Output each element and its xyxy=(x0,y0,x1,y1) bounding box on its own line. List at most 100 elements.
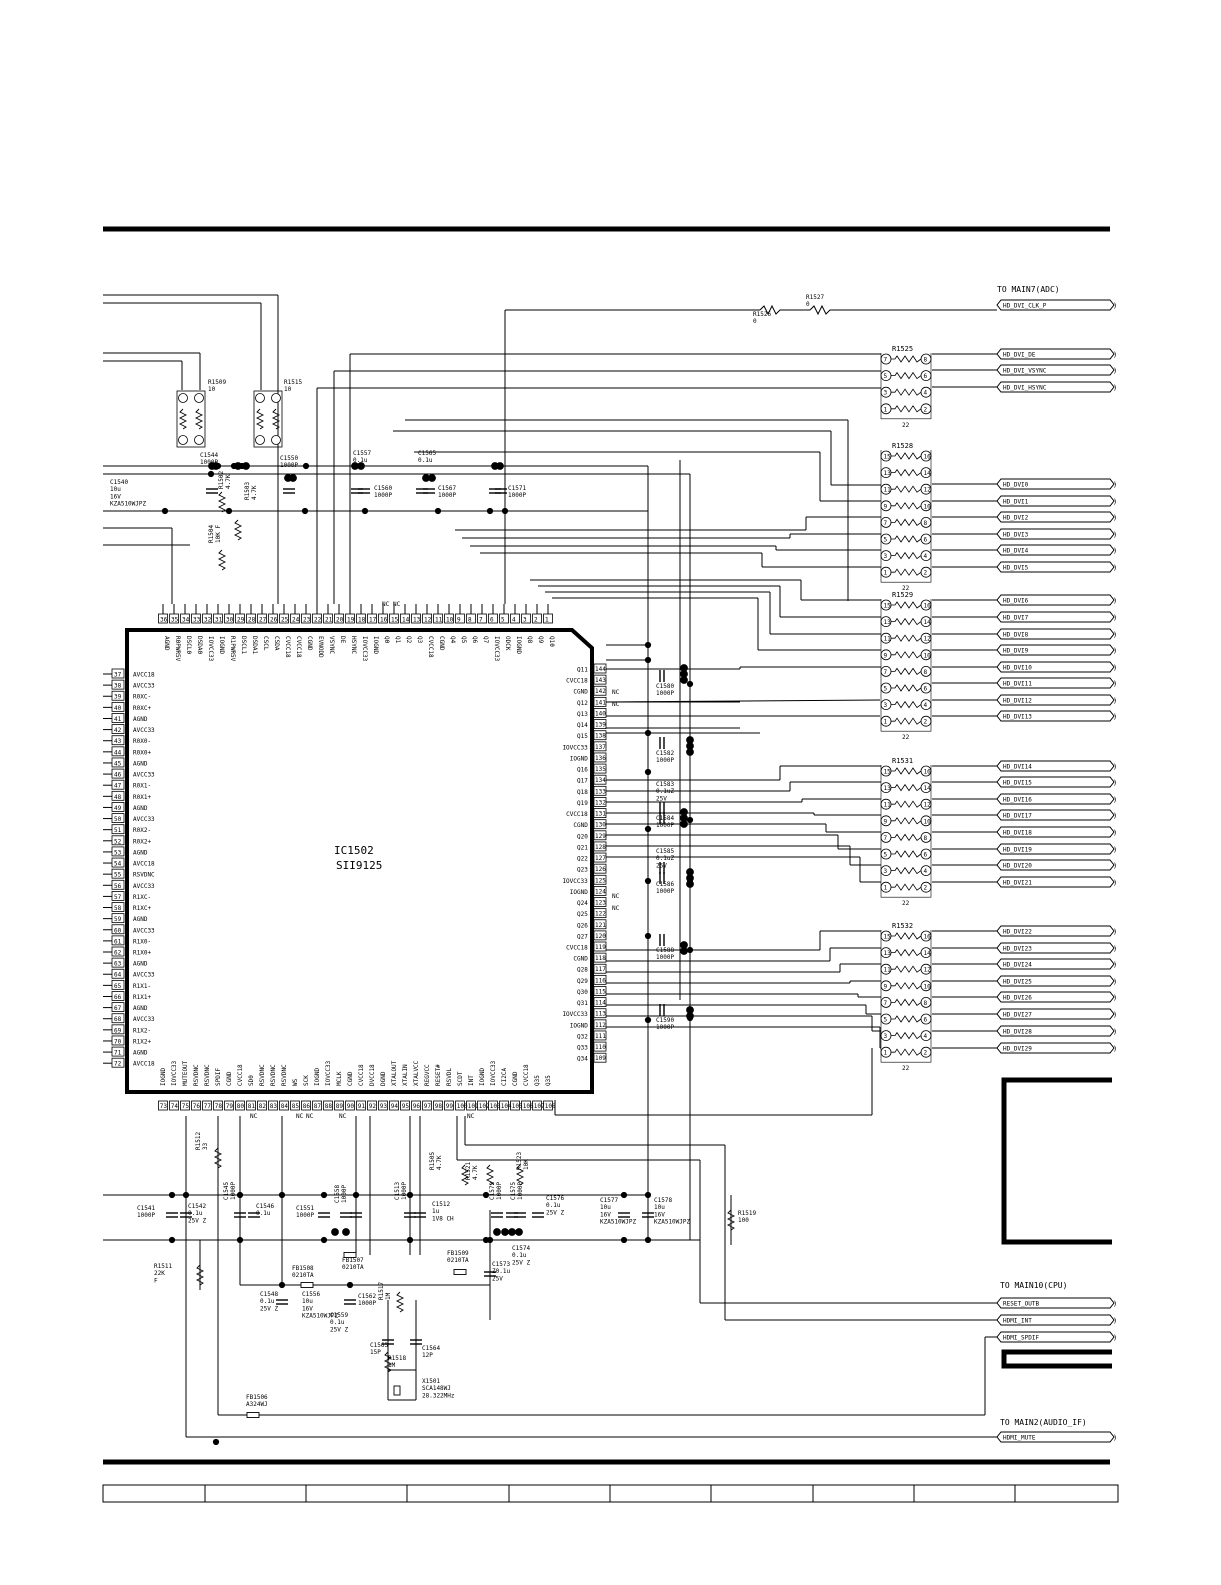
pin-box xyxy=(510,613,520,624)
pin-name: DSCL1 xyxy=(240,636,247,654)
part-text: 1000P xyxy=(358,1300,376,1307)
pin-box xyxy=(593,741,607,752)
pin-box xyxy=(268,1100,278,1111)
nc-marker: NC xyxy=(612,701,620,708)
junction-dot xyxy=(352,1191,360,1199)
pin-number: 90 xyxy=(347,1103,355,1110)
pin-number: 59 xyxy=(114,916,122,923)
pin-box xyxy=(202,613,212,624)
connector-arrow: ) xyxy=(1113,945,1117,953)
junction-dot xyxy=(278,1281,286,1289)
pin-number: 99 xyxy=(446,1103,454,1110)
pin-box xyxy=(422,1100,432,1111)
pin-name: CVCC18 xyxy=(566,945,588,952)
pin-number: 43 xyxy=(114,738,122,745)
connector: HD_DVI15) xyxy=(1003,779,1117,787)
rn-resistor xyxy=(891,866,922,875)
pin-box xyxy=(444,613,454,624)
connector: HD_DVI17) xyxy=(1003,812,1117,820)
pin-number: 65 xyxy=(114,983,122,990)
pin-number: 115 xyxy=(595,988,606,995)
connector-arrow: ) xyxy=(1113,664,1117,672)
pin-name: AGND xyxy=(133,1005,148,1012)
header-adc: TO MAIN7(ADC) xyxy=(997,285,1060,294)
pin-number: 2 xyxy=(534,617,538,624)
pin-box xyxy=(224,1100,234,1111)
pin-box xyxy=(593,997,607,1007)
junction-dot xyxy=(236,1236,244,1244)
pin-name: Q11 xyxy=(577,667,588,674)
connector-arrow: ) xyxy=(1113,928,1117,936)
pin-name: Q27 xyxy=(577,933,588,940)
pin-name: Q34 xyxy=(577,1056,588,1063)
pin-name: Q7 xyxy=(482,636,489,644)
pin-number: 88 xyxy=(325,1103,333,1110)
nc-marker: NC xyxy=(339,1113,347,1120)
pin-number: 140 xyxy=(595,710,606,717)
pin-number: 50 xyxy=(114,816,122,823)
junction-dot xyxy=(482,1191,490,1199)
rn-pin-number: 8 xyxy=(924,357,928,364)
connector-arrow: ) xyxy=(1113,1045,1117,1053)
rn-pin-number: 7 xyxy=(884,835,888,842)
rn-pin-number: 13 xyxy=(884,470,892,477)
part-text: 25V Z xyxy=(330,1326,348,1333)
pin-number: 56 xyxy=(114,883,122,890)
rn-resistor xyxy=(891,452,922,460)
junction-dot xyxy=(620,1236,628,1244)
pin-name: R0PWR5V xyxy=(174,636,181,662)
pin-box xyxy=(593,696,607,707)
pin-name: RSVDL xyxy=(446,1068,453,1086)
junction-dot xyxy=(644,825,652,833)
resistor xyxy=(271,408,281,430)
junction-dot xyxy=(686,748,694,756)
pin-number: 61 xyxy=(114,938,122,945)
connector: HD_DVI2) xyxy=(1003,514,1117,522)
pin-box xyxy=(312,1100,322,1111)
pin-name: RSVDNC xyxy=(133,872,155,879)
pin-number: 106 xyxy=(523,1103,534,1110)
resistor xyxy=(213,1147,223,1169)
part-text: 25V Z xyxy=(260,1305,278,1312)
part-text: 16V xyxy=(600,1211,611,1218)
pin-box xyxy=(323,1100,333,1111)
part-text: 25V xyxy=(656,862,667,869)
rpack-pin xyxy=(271,393,281,403)
connector-arrow: ) xyxy=(1113,713,1117,721)
pin-box xyxy=(593,952,607,963)
rpack-pin xyxy=(178,393,188,403)
connector-label: HD_DVI_HSYNC xyxy=(1003,385,1047,392)
junction-dot xyxy=(686,1012,694,1020)
rn-resistor xyxy=(891,948,922,957)
pin-number: 134 xyxy=(595,777,606,784)
pin-name: AVCC33 xyxy=(133,972,155,979)
pin-number: 40 xyxy=(114,705,122,712)
part-text: C1572 xyxy=(489,1182,496,1200)
connector: HD_DVI1) xyxy=(1003,498,1117,506)
junction-dot xyxy=(406,1236,414,1244)
pin-name: AVCC33 xyxy=(133,883,155,890)
rpack-pin xyxy=(194,435,204,445)
nc-marker: NC xyxy=(306,1113,314,1120)
pin-number: 46 xyxy=(114,772,122,779)
connector-arrow: ) xyxy=(1113,1300,1117,1308)
pin-name: SD0 xyxy=(248,1075,255,1086)
pin-number: 24 xyxy=(292,617,300,624)
pin-name: R0XC+ xyxy=(133,705,151,712)
pin-number: 79 xyxy=(226,1103,234,1110)
rn-pin-number: 6 xyxy=(924,373,928,380)
pin-box xyxy=(593,974,607,985)
pin-name: Q21 xyxy=(577,844,588,851)
pin-number: 76 xyxy=(193,1103,201,1110)
rn-resistor xyxy=(891,518,922,527)
pin-name: CI2CA xyxy=(501,1068,508,1086)
part-text: C1557 xyxy=(353,450,371,457)
part-text: C1576 xyxy=(546,1195,564,1202)
rn-resistor xyxy=(891,634,922,642)
